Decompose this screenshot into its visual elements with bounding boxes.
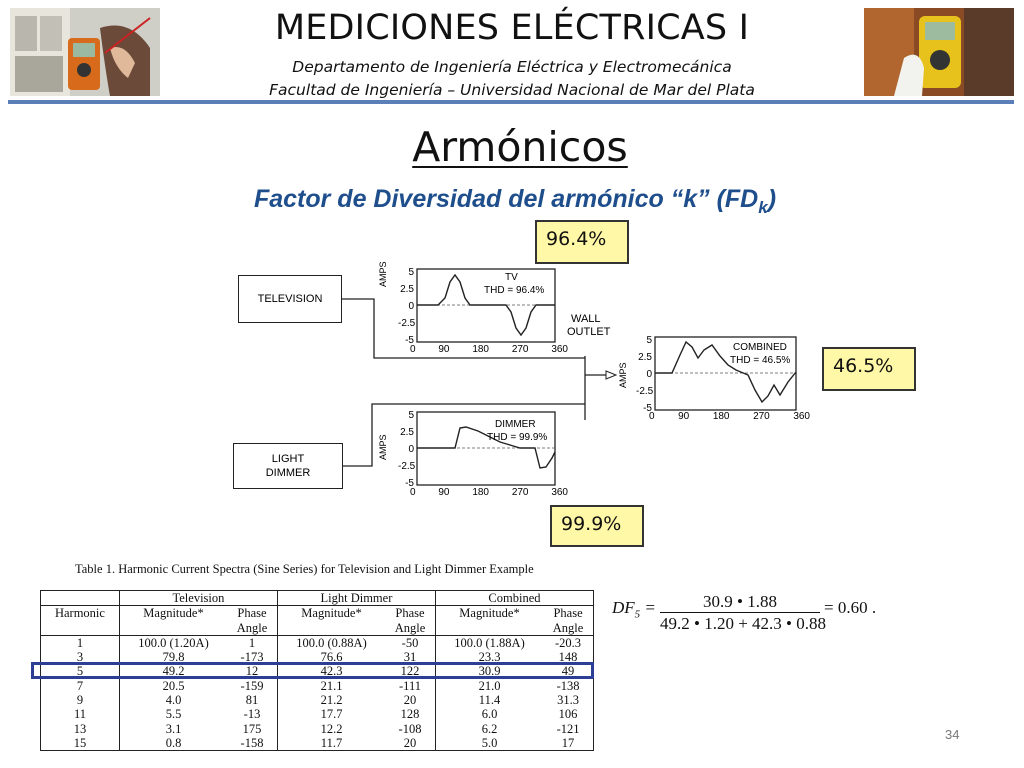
group-header-television: Television [118, 590, 278, 607]
callout-dimmer-thd: 99.9% [550, 505, 644, 547]
col-header-magnitude: Magnitude* [118, 605, 228, 636]
col-header-harmonic: Harmonic [40, 605, 120, 636]
combined-waveform-plot [654, 336, 797, 411]
header-title: MEDICIONES ELÉCTRICAS I [274, 8, 750, 48]
slide-subtitle: Factor de Diversidad del armónico “k” (F… [253, 185, 777, 217]
page-number: 34 [945, 727, 960, 742]
col-header-magnitude: Magnitude* [276, 605, 386, 636]
tv-y-axis-label: AMPS [378, 261, 388, 287]
dimmer-y-axis-label: AMPS [378, 434, 388, 460]
harmonic-spectra-table: Television Light Dimmer Combined Harmoni… [40, 590, 595, 752]
header-faculty: Facultad de Ingeniería – Universidad Nac… [269, 81, 755, 99]
combined-plot-label: COMBINED [733, 342, 787, 353]
dimmer-plot-thd: THD = 99.9% [487, 432, 548, 443]
header-department: Departamento de Ingeniería Eléctrica y E… [292, 58, 732, 76]
dimmer-waveform-plot [416, 411, 556, 486]
tv-plot-thd: THD = 96.4% [484, 285, 545, 296]
dimmer-plot-label: DIMMER [495, 419, 536, 430]
multimeter-photo-right [864, 8, 1014, 96]
television-box: TELEVISION [238, 275, 342, 323]
col-header-magnitude: Magnitude* [434, 605, 544, 636]
combined-plot-thd: THD = 46.5% [730, 355, 791, 366]
header-divider [8, 100, 1014, 104]
table-caption: Table 1. Harmonic Current Spectra (Sine … [75, 562, 534, 576]
group-header-light-dimmer: Light Dimmer [276, 590, 436, 607]
combined-y-axis-label: AMPS [618, 362, 628, 388]
row-5-highlight [31, 662, 594, 679]
callout-combined-thd: 46.5% [822, 347, 916, 391]
slide-title: Armónicos [412, 123, 628, 171]
group-header-combined: Combined [434, 590, 595, 607]
tv-waveform-plot [416, 268, 556, 343]
multimeter-photo-left [10, 8, 160, 96]
tv-plot-label: TV [505, 272, 518, 283]
callout-tv-thd: 96.4% [535, 220, 629, 264]
